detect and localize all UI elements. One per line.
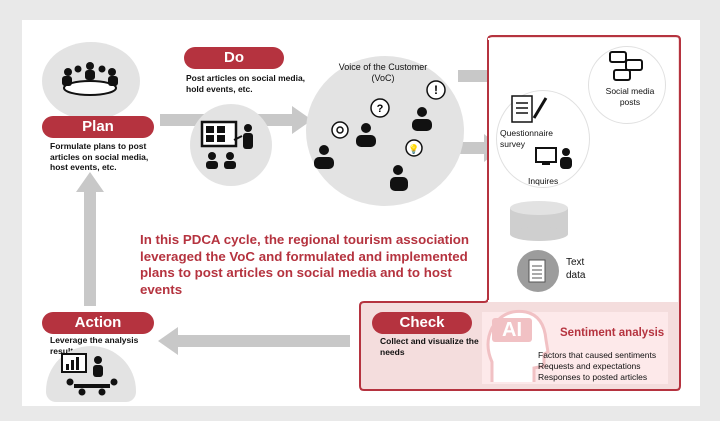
do-label: Do — [184, 47, 284, 69]
sentiment-item-3: Responses to posted articles — [538, 372, 648, 382]
computer-user-icon — [535, 147, 572, 169]
check-label: Check — [372, 312, 472, 334]
plan-description: Formulate plans to post articles on soci… — [50, 141, 149, 172]
svg-text:?: ? — [377, 103, 384, 115]
action-label: Action — [42, 312, 154, 334]
gear-person-icon — [314, 121, 349, 169]
meeting-icon — [62, 62, 118, 96]
document-icon — [528, 259, 546, 283]
arrow-action-to-plan — [76, 172, 104, 306]
voc-title: Voice of the Customer (VoC) — [338, 62, 428, 83]
social-media-label: Social media posts — [605, 86, 655, 107]
sentiment-item-2: Requests and expectations — [538, 361, 641, 371]
pdca-message: In this PDCA cycle, the regional tourism… — [140, 232, 470, 297]
idea-person-icon: 💡 — [390, 139, 423, 191]
check-description: Collect and visualize the needs — [380, 336, 479, 357]
presentation-icon — [200, 120, 253, 169]
svg-text:!: ! — [434, 83, 438, 97]
plan-label: Plan — [42, 116, 154, 138]
database-icon — [510, 201, 568, 241]
voc-people: ! ? 💡 — [314, 80, 446, 191]
inquiries-label: Inquires — [528, 176, 559, 186]
sentiment-item-1: Factors that caused sentiments — [538, 350, 657, 360]
sentiment-title: Sentiment analysis — [560, 327, 665, 339]
questionnaire-label: Questionnaire survey — [500, 128, 553, 149]
arrow-check-to-action — [158, 327, 350, 355]
action-description: Leverage the analysis results — [50, 335, 139, 356]
analysis-meeting-icon — [61, 353, 118, 396]
ai-label: AI — [492, 318, 532, 342]
do-description: Post articles on social media, hold even… — [186, 73, 306, 94]
chat-bubbles-icon — [609, 51, 643, 81]
text-data-label: Text data — [566, 257, 586, 281]
questionnaire-icon — [511, 95, 548, 123]
exclamation-person-icon: ! — [412, 80, 446, 131]
svg-text:💡: 💡 — [408, 143, 419, 154]
question-person-icon: ? — [356, 98, 390, 147]
